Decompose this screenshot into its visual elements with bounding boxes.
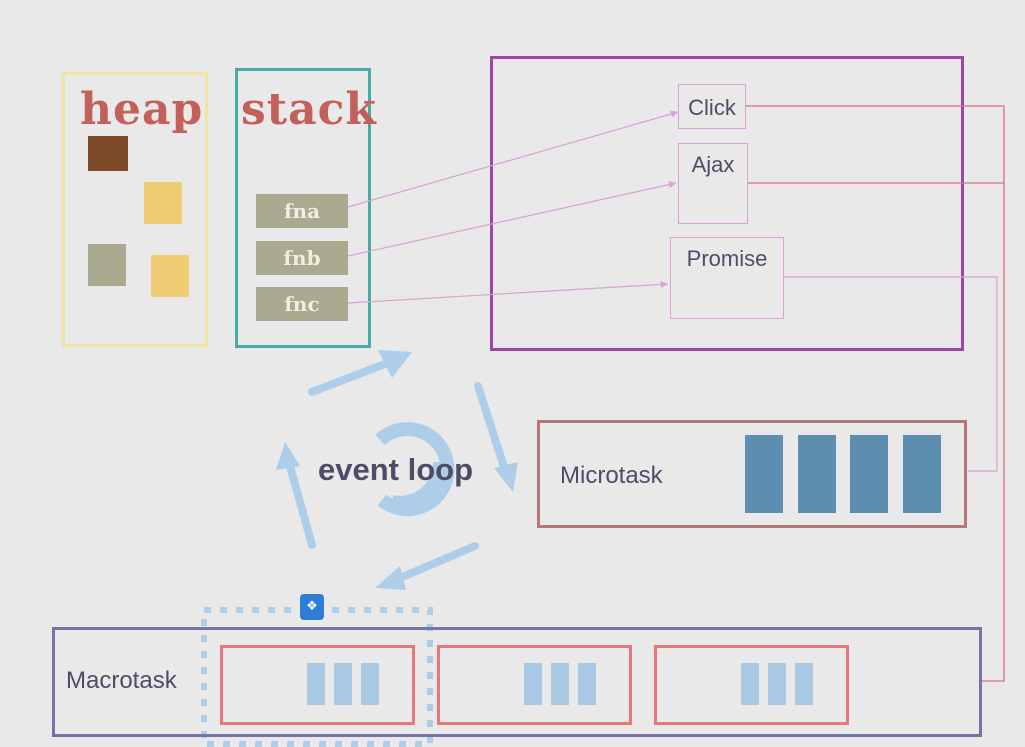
heap-object-4 [151, 255, 189, 297]
macrotask-item-1-bar [334, 663, 352, 705]
macrotask-item-2-bar [524, 663, 542, 705]
loop-arrow-left [396, 542, 479, 582]
loop-arrowhead-left [375, 566, 406, 590]
fna-to-click-arrow [347, 110, 679, 208]
api-ajax: Ajax [678, 143, 748, 224]
event-loop-label: event loop [318, 452, 474, 487]
microtask-slot-1 [745, 435, 783, 513]
macrotask-item-1-bar [361, 663, 379, 705]
macrotask-item-3-bar [741, 663, 759, 705]
macrotask-item-1-bar [307, 663, 325, 705]
heap-title: heap [80, 84, 204, 135]
stack-frame-fna: fna [256, 194, 348, 228]
stack-title: stack [241, 84, 377, 135]
macrotask-label: Macrotask [66, 667, 177, 694]
click-to-macrotask-line [746, 105, 1005, 682]
stack-panel [235, 68, 371, 348]
macrotask-queue [52, 627, 982, 737]
microtask-slot-4 [903, 435, 941, 513]
macrotask-item-2-bar [578, 663, 596, 705]
promise-to-microtask-line [784, 276, 998, 472]
macrotask-item-2 [437, 645, 632, 725]
loop-arrow-down [474, 382, 509, 474]
macrotask-item-3 [654, 645, 849, 725]
fnc-to-promise-arrow [347, 280, 669, 304]
macrotask-item-3-bar [795, 663, 813, 705]
microtask-queue [537, 420, 967, 528]
heap-object-3 [88, 244, 126, 286]
microtask-slot-3 [850, 435, 888, 513]
heap-panel [62, 72, 208, 347]
loop-arrow-up [286, 462, 316, 549]
stack-frame-fnb: fnb [256, 241, 348, 275]
fnb-to-ajax-arrow [347, 181, 677, 257]
loop-arrowhead-up [276, 442, 300, 470]
api-click: Click [678, 84, 746, 129]
microtask-label: Microtask [560, 462, 663, 489]
macrotask-item-1 [220, 645, 415, 725]
loop-arrowhead-down [494, 462, 518, 492]
macrotask-item-2-bar [551, 663, 569, 705]
loop-arrowhead-right [378, 350, 412, 378]
app-badge-icon[interactable]: ❖ [300, 594, 324, 620]
loop-arrow-right [308, 358, 394, 396]
heap-object-1 [88, 136, 128, 171]
microtask-slot-2 [798, 435, 836, 513]
stack-frame-fnc: fnc [256, 287, 348, 321]
heap-object-2 [144, 182, 182, 224]
web-api-panel [490, 56, 964, 351]
api-promise: Promise [670, 237, 784, 319]
macrotask-item-3-bar [768, 663, 786, 705]
